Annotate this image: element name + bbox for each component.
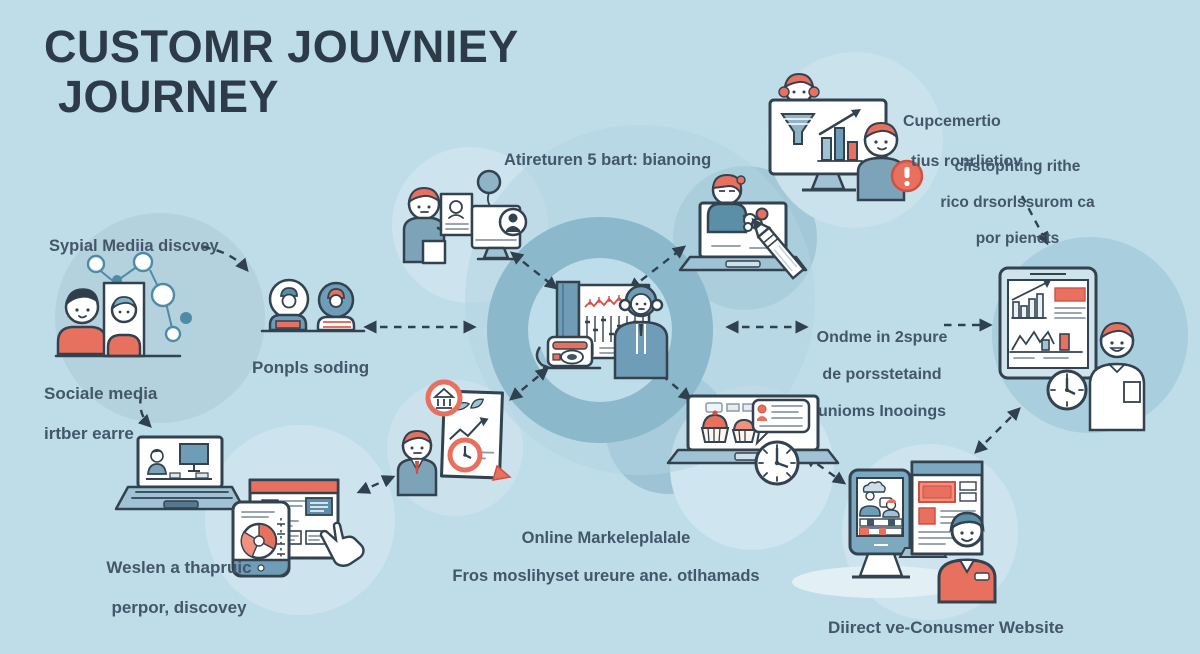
label-social-media: Sociale media irtber earre — [44, 384, 158, 443]
avatar-pair-icon — [260, 278, 366, 333]
person-dark-hair — [56, 288, 108, 356]
hub-analyst-dashboard-illustration — [535, 280, 669, 380]
hand-cursor-icon — [319, 521, 365, 567]
photo-card-icon — [102, 281, 146, 358]
basket-item-icon — [700, 410, 730, 443]
funnel-icon — [780, 113, 816, 145]
network-nodes-icon — [86, 251, 192, 343]
pie-chart-tablet-icon — [231, 500, 291, 578]
pencil-icon — [751, 217, 806, 280]
arrow-sociale-to-laptop — [137, 395, 152, 428]
label-dtc-website: Diirect ve-Conusmer Website — [828, 618, 1064, 637]
dtc-illustration — [848, 460, 997, 604]
monitor-icon — [470, 204, 528, 261]
arrow-hub-upright — [627, 245, 687, 291]
arrow-hub-upleft — [509, 251, 559, 290]
certificate-illustration — [396, 379, 512, 497]
label-hub: Atireturen 5 bart: bianoing — [504, 151, 712, 169]
label-top-right: Cupcemertio tius ronrlietiov — [903, 113, 1023, 170]
marketplace-illustration — [666, 394, 840, 486]
title-line2: JOURNEY — [58, 71, 280, 122]
label-ponpls: Ponpls soding — [252, 358, 370, 377]
label-top-right-note: ciistophting rithe rico drsorlssurom ca … — [940, 158, 1095, 247]
tablet-charts-illustration — [998, 266, 1146, 432]
balloon-icon — [476, 169, 502, 208]
photo-frame-icon — [439, 192, 474, 237]
camera-device-icon — [535, 335, 602, 370]
page-title: CUSTOMR JOUVNIEY JOURNEY — [44, 22, 519, 122]
social-discovery-illustration — [54, 251, 192, 358]
speech-bubble-icon — [751, 398, 811, 446]
arrow-hub-downright — [648, 364, 693, 401]
customer-person-icon — [937, 511, 997, 604]
suit-person-icon — [396, 429, 438, 497]
clock-icon — [754, 440, 800, 486]
analyst-person-icon — [613, 284, 669, 380]
pin-icon — [491, 464, 512, 481]
phone-stand-icon — [848, 468, 912, 579]
arrow-browser-center — [356, 475, 396, 494]
funnel-monitor-illustration — [768, 72, 924, 202]
connector-arrows — [137, 195, 1049, 494]
label-ondme: Ondme in 2spure de porsstetaind unioms I… — [816, 328, 948, 420]
alert-icon — [890, 159, 924, 193]
paper-bag-icon — [421, 239, 447, 265]
person-icon — [1088, 321, 1146, 432]
arrow-note-to-tablet — [1020, 195, 1049, 246]
label-marketplace: Online Markeleplalale Fros moslihyset ur… — [452, 529, 760, 585]
arrow-social-to-ponpls — [202, 245, 249, 273]
bank-badge-icon — [425, 379, 463, 417]
clock-badge-icon — [447, 437, 483, 473]
browser-window-icon — [248, 478, 340, 560]
clock-icon — [1046, 369, 1088, 411]
basket-item-icon — [731, 418, 757, 443]
arrow-tablet-dtc — [974, 407, 1021, 454]
laptop-pencil-illustration — [678, 173, 808, 280]
label-social-discovery: Sypial Mediia discvey — [49, 237, 219, 255]
title-line1: CUSTOMR JOUVNIEY — [44, 21, 519, 72]
label-webinar: Weslen a thapruic perpor, discovey — [106, 558, 252, 617]
profile-monitor-illustration — [402, 169, 528, 265]
bar-chart-icon — [817, 109, 863, 162]
webinar-illustration — [114, 435, 365, 578]
